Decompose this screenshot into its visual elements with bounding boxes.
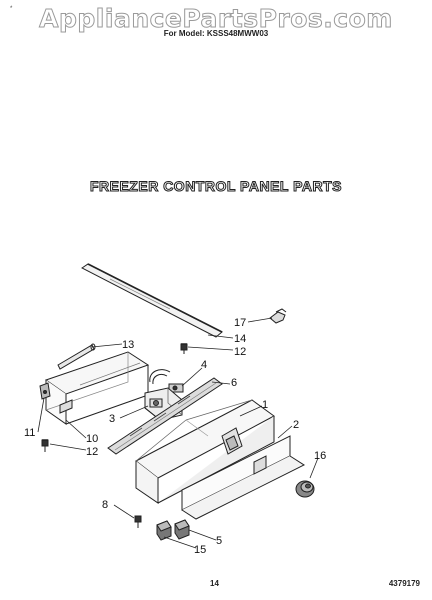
callout-13: 13 (122, 339, 134, 351)
part-8-screw (134, 515, 142, 528)
section-title: FREEZER CONTROL PANEL PARTS (89, 178, 343, 195)
callout-16: 16 (314, 450, 326, 462)
callout-15: 15 (194, 544, 206, 556)
part-10-bracket (44, 351, 150, 425)
callout-12-upper: 12 (234, 346, 246, 358)
callout-17: 17 (234, 317, 246, 329)
part-5-block (174, 519, 190, 540)
part-16-knob (295, 480, 315, 498)
callout-14: 14 (234, 333, 246, 345)
callout-11: 11 (24, 427, 35, 439)
callout-1: 1 (262, 399, 268, 411)
callout-6: 6 (231, 377, 237, 389)
part-4-sensor (149, 369, 184, 393)
page-number: 14 (210, 579, 219, 588)
leader-lines (37, 317, 319, 549)
part-14-strip (81, 263, 223, 338)
corner-mark: * (10, 6, 13, 12)
callout-4: 4 (201, 359, 207, 371)
part-11-clip (39, 382, 51, 400)
part-2-cover (181, 435, 306, 520)
document-number: 4379179 (388, 579, 420, 588)
part-1-panel (135, 399, 275, 504)
watermark: AppliancePartsPros.com (39, 4, 393, 34)
callout-12-lower: 12 (86, 446, 98, 458)
callout-2: 2 (293, 419, 299, 431)
callout-8: 8 (102, 499, 108, 511)
part-6-strip (107, 377, 223, 455)
part-12-screw-upper (180, 343, 188, 354)
part-12-screw-lower (41, 439, 49, 452)
callout-5: 5 (216, 535, 222, 547)
callout-10: 10 (86, 433, 98, 445)
part-15-block (156, 520, 172, 541)
part-17-clip (269, 308, 287, 324)
model-line: For Model: KSSS48MWW03 (163, 29, 269, 38)
callout-3: 3 (109, 413, 115, 425)
